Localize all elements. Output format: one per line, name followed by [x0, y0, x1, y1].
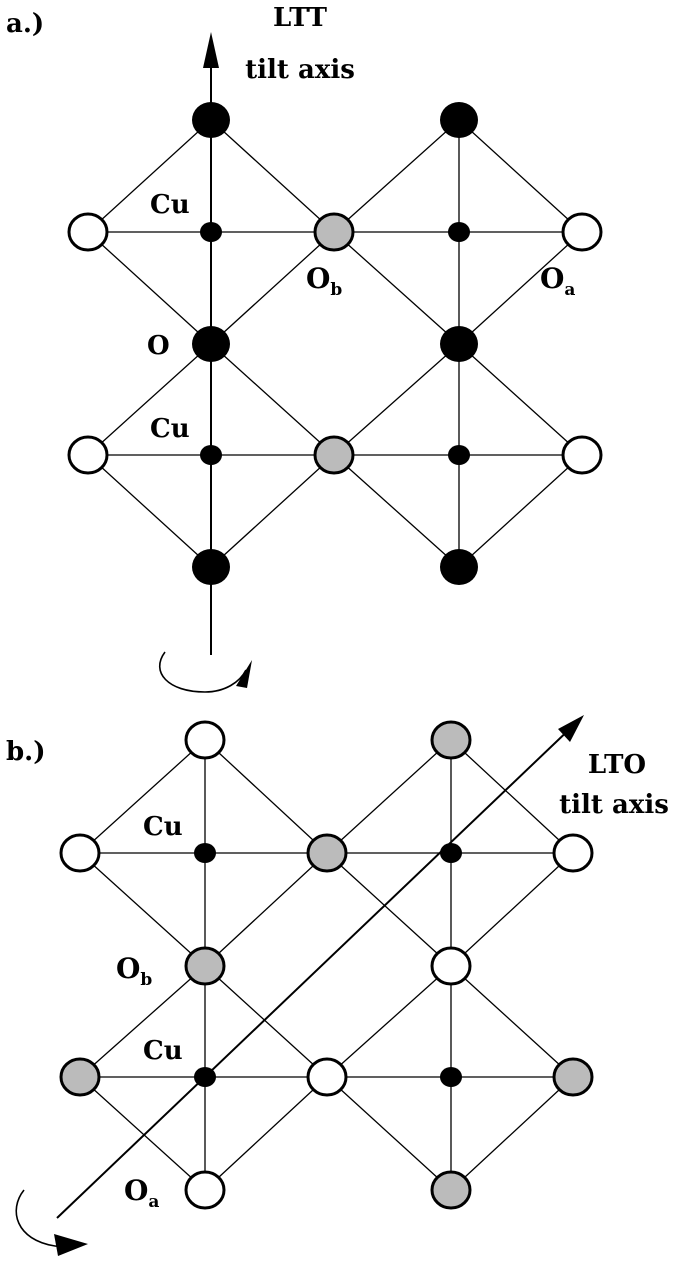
ltt-axis-title-line2: tilt axis [245, 55, 355, 85]
cu-atom [440, 843, 462, 863]
ltt-rotation-arrow [159, 651, 247, 693]
oa-label: Oa [124, 1174, 159, 1212]
oa-atom-white [59, 833, 101, 873]
o-atom-black [192, 326, 230, 362]
ltt-tilt-axis-arrowhead [203, 32, 219, 68]
o-atom-black [192, 549, 230, 585]
o-atom-black [440, 102, 478, 138]
panel-a-atoms [67, 102, 603, 585]
oa-atom-white [184, 720, 226, 760]
cu-label: Cu [143, 1036, 183, 1066]
cu-label: Cu [150, 190, 190, 220]
oa-atom-white [306, 1057, 348, 1097]
lto-rotation-arrowhead [54, 1234, 88, 1256]
panel-b-atoms [59, 720, 594, 1210]
o-label: O [147, 331, 170, 361]
ob-label: Ob [306, 262, 342, 300]
cu-label: Cu [150, 414, 190, 444]
panel-a: a.) LTT tilt axis [6, 3, 603, 693]
ob-atom-gray [552, 1057, 594, 1097]
ob-label: Ob [116, 952, 152, 990]
cu-atom [200, 222, 222, 242]
panel-b: b.) LTO tilt axis [6, 715, 669, 1256]
lto-tilt-axis-arrowhead [558, 715, 584, 742]
lto-axis-title-line1: LTO [588, 750, 646, 780]
ob-atom-gray [59, 1057, 101, 1097]
oa-atom-white [67, 435, 109, 475]
ob-atom-gray [313, 212, 355, 252]
ob-atom-gray [184, 946, 226, 986]
panel-a-label: a.) [6, 9, 44, 39]
oa-atom-white [552, 833, 594, 873]
oa-atom-white [561, 435, 603, 475]
ob-atom-gray [430, 720, 472, 760]
oa-atom-white [67, 212, 109, 252]
o-atom-black [192, 102, 230, 138]
ob-atom-gray [430, 1170, 472, 1210]
oa-atom-white [430, 946, 472, 986]
cu-atom [200, 445, 222, 465]
ltt-axis-title-line1: LTT [273, 3, 328, 33]
panel-b-lattice-lines [79, 739, 574, 1191]
oa-label: Oa [540, 262, 575, 300]
oa-atom-white [561, 212, 603, 252]
lto-axis-title-line2: tilt axis [559, 790, 669, 820]
cu-label: Cu [143, 812, 183, 842]
lto-tilt-axis-arrow [56, 722, 577, 1219]
o-atom-black [440, 549, 478, 585]
ltt-rotation-arrowhead [236, 660, 252, 688]
cu-atom [448, 445, 470, 465]
cu-atom [440, 1067, 462, 1087]
oa-atom-white [184, 1170, 226, 1210]
ob-atom-gray [306, 833, 348, 873]
cu-atom [194, 1067, 216, 1087]
panel-a-lattice-lines [87, 118, 583, 568]
cu-atom [194, 843, 216, 863]
o-atom-black [440, 326, 478, 362]
panel-b-label: b.) [6, 737, 46, 767]
cu-atom [448, 222, 470, 242]
ob-atom-gray [313, 435, 355, 475]
